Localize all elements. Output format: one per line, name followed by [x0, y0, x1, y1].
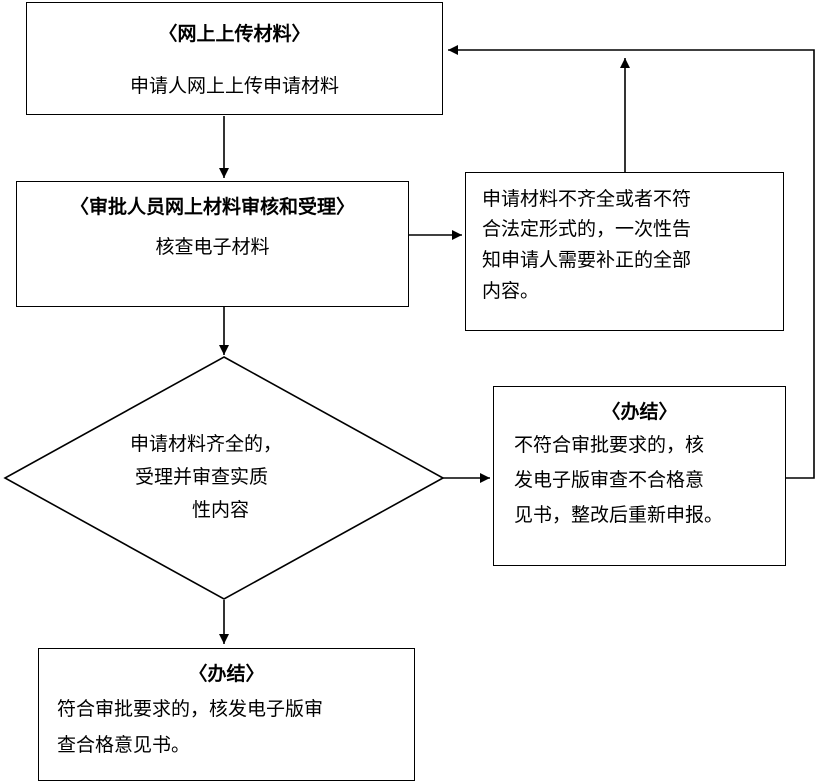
approve-result-box: 〈办结〉 符合审批要求的，核发电子版审 查合格意见书。: [38, 648, 415, 781]
review-box-text: 核查电子材料: [155, 236, 270, 258]
upload-box-text: 申请人网上上传申请材料: [129, 75, 339, 97]
upload-materials-box: 〈网上上传材料〉 申请人网上上传申请材料: [26, 2, 443, 115]
reject-result-box: 〈办结〉 不符合审批要求的，核 发电子版审查不合格意 见书，整改后重新申报。: [493, 386, 786, 566]
decision-line-1: 申请材料齐全的，: [130, 433, 283, 455]
incomplete-line-3: 知申请人需要补正的全部: [482, 249, 692, 271]
approve-box-title: 〈办结〉: [188, 663, 265, 685]
arrow-reject-to-upload: [448, 45, 815, 479]
incomplete-line-1: 申请材料不齐全或者不符: [482, 188, 692, 210]
reject-line-2: 发电子版审查不合格意: [514, 469, 705, 491]
incomplete-materials-box: 申请材料不齐全或者不符 合法定形式的，一次性告 知申请人需要补正的全部 内容。: [465, 172, 784, 331]
approve-line-1: 符合审批要求的，核发电子版审: [57, 698, 324, 720]
reject-box-title: 〈办结〉: [601, 401, 678, 423]
reject-line-1: 不符合审批要求的，核: [514, 434, 705, 456]
upload-box-title: 〈网上上传材料〉: [158, 23, 311, 45]
decision-diamond-shape: [3, 356, 445, 600]
decision-line-3: 性内容: [192, 499, 250, 521]
reject-line-3: 见书，整改后重新申报。: [514, 504, 724, 526]
decision-line-2: 受理并审查实质: [135, 466, 269, 488]
review-acceptance-box: 〈审批人员网上材料审核和受理〉 核查电子材料: [16, 181, 409, 307]
review-box-title: 〈审批人员网上材料审核和受理〉: [69, 196, 355, 218]
incomplete-line-2: 合法定形式的，一次性告: [482, 218, 692, 240]
approve-line-2: 查合格意见书。: [57, 734, 191, 756]
incomplete-line-4: 内容。: [482, 280, 540, 302]
